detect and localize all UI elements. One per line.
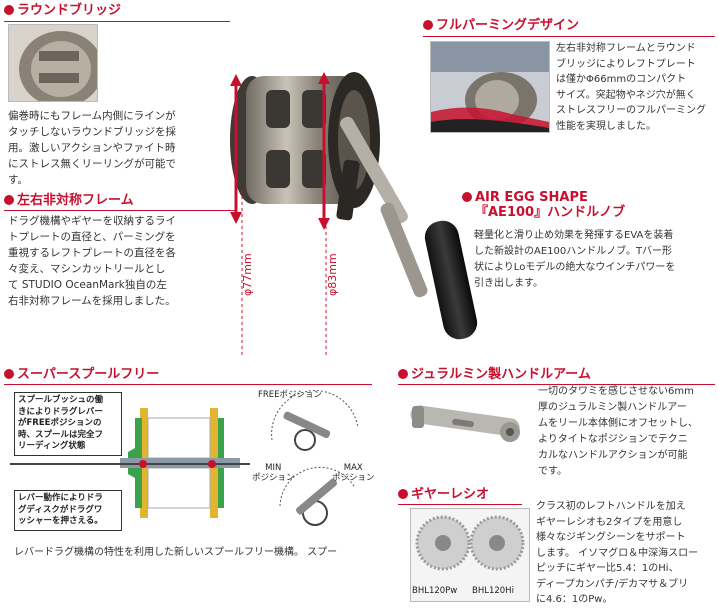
bullet-icon	[423, 20, 433, 30]
text-line: す。	[8, 174, 28, 186]
heading-underline	[4, 21, 230, 22]
spool-callout-top: スプールブッシュの働 きによりドラグレバー がFREEポジションの 時、スプール…	[14, 392, 122, 456]
dimension-right-label: φ83mm	[326, 253, 339, 296]
heading-underline	[398, 504, 522, 505]
reel-main-image	[222, 70, 482, 360]
full-palming-title: フルパーミングデザイン	[436, 18, 580, 33]
heading-underline	[4, 210, 236, 211]
air-egg-heading: AIR EGG SHAPE 『AE100』ハンドルノブ	[462, 190, 625, 220]
spool-free-title: スーパースプールフリー	[17, 367, 160, 382]
round-bridge-photo	[8, 24, 98, 102]
round-bridge-heading: ラウンドブリッジ	[4, 3, 121, 19]
text-line: 重視するレフトプレートの直径を各	[8, 247, 176, 259]
text-line: に4.6：1のPw。	[536, 594, 613, 605]
bullet-icon	[462, 192, 472, 202]
bullet-icon	[398, 489, 408, 499]
text-line: きによりドラグレバー	[18, 406, 103, 417]
text-line: ムをリール本体側にオフセットし、	[538, 418, 698, 429]
text-line: リーディング状態	[18, 441, 86, 451]
max-position-label: MAX ポジション	[332, 463, 375, 483]
gear-photo	[410, 508, 530, 602]
gear-ratio-title: ギヤーレシオ	[411, 487, 490, 502]
text-line: クラス初のレフトハンドルを加え	[536, 501, 686, 512]
full-palming-heading: フルパーミングデザイン	[423, 18, 579, 34]
text-line: 様々なジギングシーンをサポート	[536, 532, 686, 543]
bullet-icon	[4, 5, 14, 15]
text-line: スプールブッシュの働	[18, 395, 104, 405]
text-line: サイズ。突起物やネジ穴が無く	[556, 89, 696, 101]
text-line: て STUDIO OceanMark独自の左	[8, 279, 167, 291]
full-palming-text: 左右非対称フレームとラウンド ブリッジによりレフトプレート は僅かΦ66mmのコ…	[556, 41, 716, 134]
text-line: トプレートの直径と、パーミングを	[8, 231, 176, 243]
text-line: 厚のジュラルミン製ハンドルアー	[538, 402, 687, 413]
dimension-left-label: φ77mm	[241, 253, 254, 296]
free-position-label: FREEポジション	[258, 390, 323, 400]
text-line: 性能を実現しました。	[556, 120, 656, 132]
air-egg-text: 軽量化と滑り止め効果を発揮するEVAを装着 した新設計のAE100ハンドルノブ。…	[474, 228, 714, 292]
text-line: 偏巻時にもフレーム内側にラインが	[8, 110, 176, 122]
bullet-icon	[4, 369, 14, 379]
text-line: 軽量化と滑り止め効果を発揮するEVAを装着	[474, 230, 674, 241]
text-line: ディープカンパチ/デカマサ＆ブリ	[536, 578, 689, 590]
text-line: カルなハンドルアクションが可能	[538, 450, 688, 461]
text-line: ポジション	[332, 473, 375, 483]
text-line: レバー動作によりドラ	[18, 493, 103, 503]
asym-frame-text: ドラグ機構やギヤーを収納するライ トプレートの直径と、パーミングを 重視するレフ…	[8, 213, 223, 309]
text-line: 々変え、マシンカットリールとし	[8, 263, 166, 275]
spool-free-heading: スーパースプールフリー	[4, 367, 159, 383]
text-line: にストレス無くリーリングが可能で	[8, 158, 176, 170]
text-line: MAX	[343, 463, 363, 473]
text-line: 時、スプールは完全フ	[18, 429, 104, 440]
duralumin-text: 一切のタワミを感じさせない6mm 厚のジュラルミン製ハンドルアー ムをリール本体…	[538, 384, 716, 480]
text-line: した新設計のAE100ハンドルノブ。Tバー形	[474, 246, 673, 257]
air-egg-title-line1: AIR EGG SHAPE	[475, 190, 588, 205]
text-line: ブリッジによりレフトプレート	[556, 58, 696, 70]
round-bridge-text: 偏巻時にもフレーム内側にラインが タッチしないラウンドブリッジを採 用。激しいア…	[8, 108, 223, 188]
text-line: ポジション	[252, 473, 295, 483]
duralumin-heading: ジュラルミン製ハンドルアーム	[398, 367, 591, 383]
text-line: MIN	[265, 463, 282, 473]
text-line: 引き出します。	[474, 278, 543, 289]
text-line: 左右非対称フレームとラウンド	[556, 43, 696, 54]
spool-diagram	[10, 388, 370, 538]
spool-callout-bottom: レバー動作によりドラ グディスクがドラグワ ッシャーを押さえる。	[14, 490, 122, 531]
text-line: タッチしないラウンドブリッジを採	[8, 126, 176, 138]
text-line: ギヤーレシオも2タイプを用意し	[536, 516, 683, 528]
duralumin-title: ジュラルミン製ハンドルアーム	[411, 367, 591, 382]
gear-ratio-heading: ギヤーレシオ	[398, 487, 489, 503]
bullet-icon	[398, 369, 408, 379]
text-line: 一切のタワミを感じさせない6mm	[538, 386, 694, 397]
text-line: ストレスフリーのフルパーミング	[556, 105, 706, 116]
text-line: です。	[538, 466, 567, 477]
gear-ratio-text: クラス初のレフトハンドルを加え ギヤーレシオも2タイプを用意し 様々なジギングシ…	[536, 499, 718, 608]
text-line: します。 イソマグロ＆中深海スロー	[536, 547, 699, 559]
text-line: 状によりLoモデルの絶大なウインチパワーを	[474, 262, 676, 273]
text-line: よりタイトなポジションでテクニ	[538, 434, 688, 445]
asym-frame-title: 左右非対称フレーム	[17, 193, 134, 208]
text-line: は僅かΦ66mmのコンパクト	[556, 74, 687, 85]
text-line: 右非対称フレームを採用しました。	[8, 295, 176, 307]
text-line: ピッチにギヤー比5.4：1のHi、	[536, 563, 679, 574]
gear-label-hi: BHL120Hi	[472, 586, 514, 596]
heading-underline	[398, 384, 715, 385]
asym-frame-heading: 左右非対称フレーム	[4, 193, 134, 209]
air-egg-title-line2: 『AE100』ハンドルノブ	[475, 205, 626, 220]
round-bridge-title: ラウンドブリッジ	[17, 3, 122, 18]
full-palming-photo	[430, 41, 550, 133]
heading-underline	[423, 36, 715, 37]
heading-underline	[4, 384, 372, 385]
text-line: ッシャーを押さえる。	[18, 516, 103, 526]
text-line: がFREEポジションの	[18, 418, 102, 428]
handle-arm-image	[402, 392, 530, 456]
gear-label-pw: BHL120Pw	[412, 586, 458, 596]
text-line: グディスクがドラグワ	[18, 504, 103, 515]
bullet-icon	[4, 195, 14, 205]
text-line: 用。激しいアクションやファイト時	[8, 142, 176, 154]
text-line: ドラグ機構やギヤーを収納するライ	[8, 215, 176, 227]
spool-free-footer: レバードラグ機構の特性を利用した新しいスプールフリー機構。 スプー	[14, 547, 338, 558]
min-position-label: MIN ポジション	[252, 463, 295, 483]
